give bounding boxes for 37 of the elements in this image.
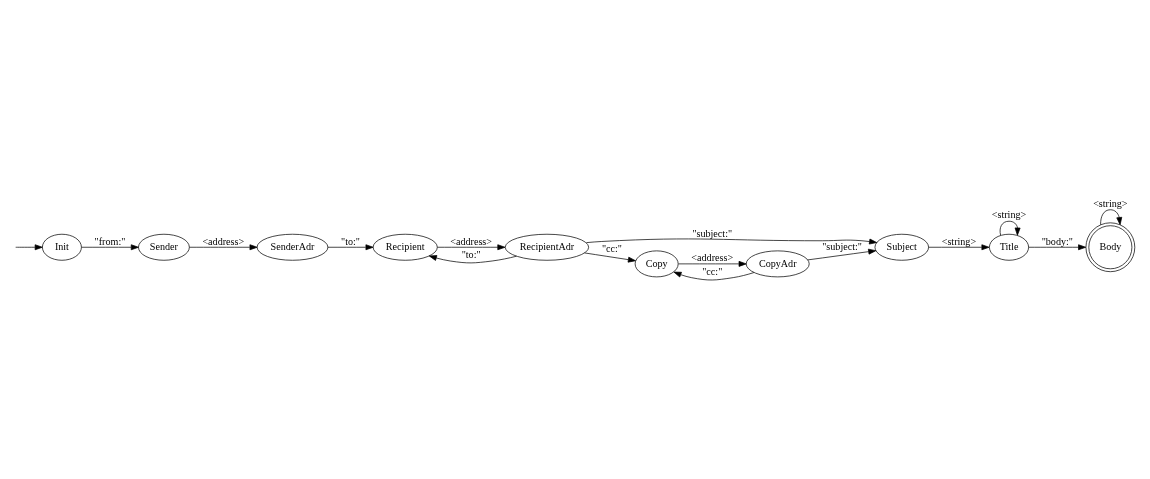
arrow [586, 238, 878, 245]
arrow [807, 248, 877, 261]
edge-label: <string> [941, 235, 977, 247]
edge-label: <address> [691, 252, 734, 264]
edge-label: "cc:" [702, 265, 723, 277]
edge-label: "cc:" [601, 243, 622, 255]
node-ellipse: Sender [138, 233, 190, 261]
edge-label: "to:" [341, 235, 360, 247]
arrow [678, 261, 747, 267]
node-ellipse: Init [42, 233, 82, 261]
arrow [327, 244, 374, 251]
edge-label: <string> [1093, 197, 1128, 209]
edge-label: <string> [991, 209, 1027, 221]
arrow [81, 244, 139, 251]
arrow [437, 244, 506, 251]
arrow [428, 255, 517, 264]
arrow [584, 252, 636, 263]
node-ellipse: Title [989, 233, 1029, 261]
edge-label: <address> [450, 235, 493, 247]
arrow [928, 244, 990, 251]
node-ellipse: Copy [634, 250, 679, 278]
node-ellipse: RecipientAdr [504, 233, 589, 261]
edge-label: <address> [202, 235, 245, 247]
edge-label: "body:" [1041, 235, 1073, 247]
arrow [1100, 209, 1123, 226]
arrow [15, 244, 43, 251]
arrow [189, 244, 258, 251]
edge-label: "subject:" [692, 227, 733, 239]
arrow [1028, 244, 1087, 251]
edge-label: "to:" [461, 249, 481, 261]
node-ellipse: CopyAdr [745, 250, 810, 278]
arrow [999, 220, 1021, 236]
arrow [673, 271, 755, 281]
edge-label: "subject:" [822, 240, 862, 252]
node-ellipse: Subject [874, 233, 929, 261]
edge-label: "from:" [94, 235, 126, 247]
node-ellipse: SenderAdr [256, 233, 329, 261]
